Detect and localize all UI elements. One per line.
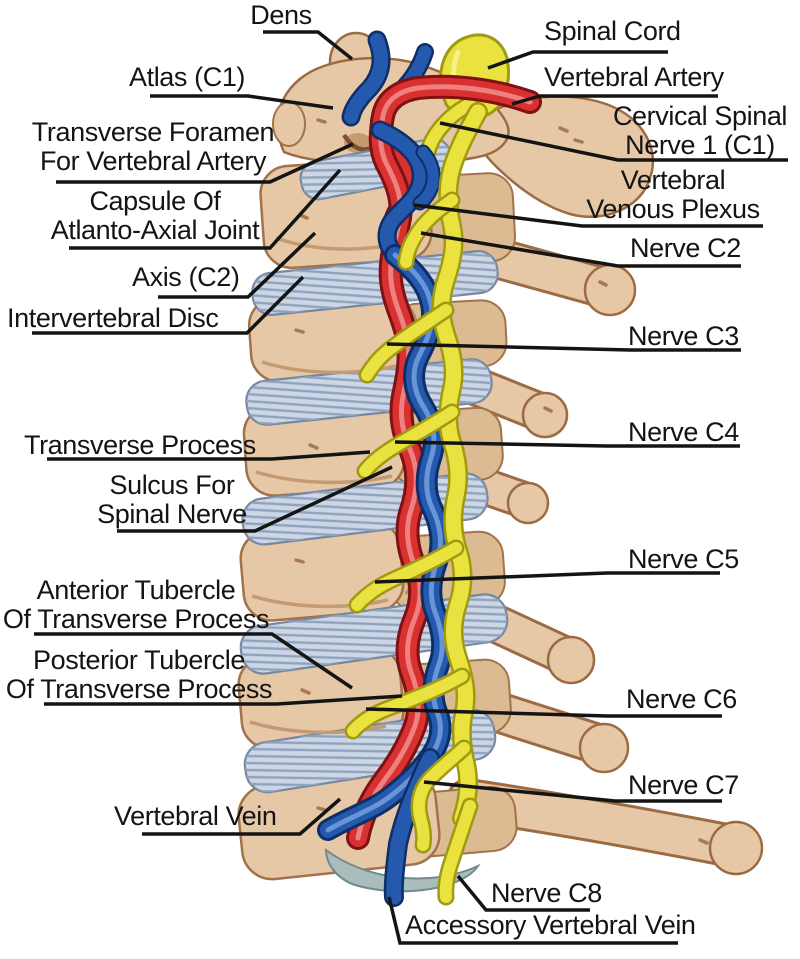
- bone-pits: [294, 118, 709, 845]
- label-nerve-c8: Nerve C8: [491, 878, 602, 908]
- label-nerve-c4: Nerve C4: [628, 417, 739, 447]
- label-nerve-c6: Nerve C6: [626, 684, 737, 714]
- leader-posterior-tubercle: [44, 694, 403, 706]
- label-axis: Axis (C2): [132, 262, 240, 292]
- label-nerve-c2: Nerve C2: [630, 233, 741, 263]
- label-atlas: Atlas (C1): [129, 62, 246, 92]
- label-anterior-tubercle: Anterior Tubercle Of Transverse Process: [2, 575, 270, 634]
- leader-nerve-c7: [423, 780, 722, 803]
- leader-vertebral-artery: [511, 94, 718, 106]
- leader-sulcus: [117, 465, 393, 533]
- label-vertebral-venous-plexus: Vertebral Venous Plexus: [586, 165, 760, 224]
- leader-venous-plexus: [413, 203, 763, 228]
- label-nerve-c3: Nerve C3: [628, 321, 739, 351]
- label-intervertebral-disc: Intervertebral Disc: [7, 303, 219, 333]
- label-sulcus: Sulcus For Spinal Nerve: [97, 470, 247, 529]
- leader-cervical-spinal-nerve-1: [439, 121, 788, 162]
- leader-atlas: [150, 94, 334, 110]
- leader-nerve-c8: [456, 874, 590, 912]
- leader-nerve-c6: [365, 707, 722, 718]
- leader-nerve-c5: [374, 571, 720, 584]
- label-dens: Dens: [250, 0, 312, 30]
- leader-lines: [32, 30, 788, 945]
- leader-capsule: [69, 168, 342, 250]
- label-capsule: Capsule Of Atlanto-Axial Joint: [50, 186, 260, 245]
- label-cervical-spinal-nerve-1: Cervical Spinal Nerve 1 (C1): [612, 101, 788, 160]
- label-nerve-c5: Nerve C5: [628, 544, 739, 574]
- leader-anterior-tubercle: [34, 632, 353, 690]
- label-accessory-vertebral-vein: Accessory Vertebral Vein: [405, 910, 696, 940]
- label-spinal-cord: Spinal Cord: [544, 16, 681, 46]
- leader-accessory-vertebral-vein: [387, 896, 678, 945]
- leader-nerve-c3: [386, 342, 741, 352]
- leader-transverse-process: [47, 450, 371, 461]
- leader-intervertebral-disc: [32, 275, 305, 335]
- leader-axis: [158, 231, 317, 299]
- label-vertebral-vein: Vertebral Vein: [114, 801, 277, 831]
- leader-spinal-cord: [487, 50, 668, 70]
- leader-nerve-c2: [420, 231, 741, 268]
- leader-vertebral-vein: [142, 797, 342, 836]
- leader-dens: [263, 30, 354, 61]
- label-posterior-tubercle: Posterior Tubercle Of Transverse Process: [5, 645, 273, 704]
- label-nerve-c7: Nerve C7: [628, 770, 739, 800]
- leader-nerve-c4: [394, 440, 740, 448]
- label-vertebral-artery: Vertebral Artery: [544, 62, 724, 92]
- label-transverse-foramen: Transverse Foramen For Vertebral Artery: [31, 117, 275, 176]
- leader-transverse-foramen: [56, 142, 354, 184]
- label-transverse-process: Transverse Process: [24, 430, 256, 460]
